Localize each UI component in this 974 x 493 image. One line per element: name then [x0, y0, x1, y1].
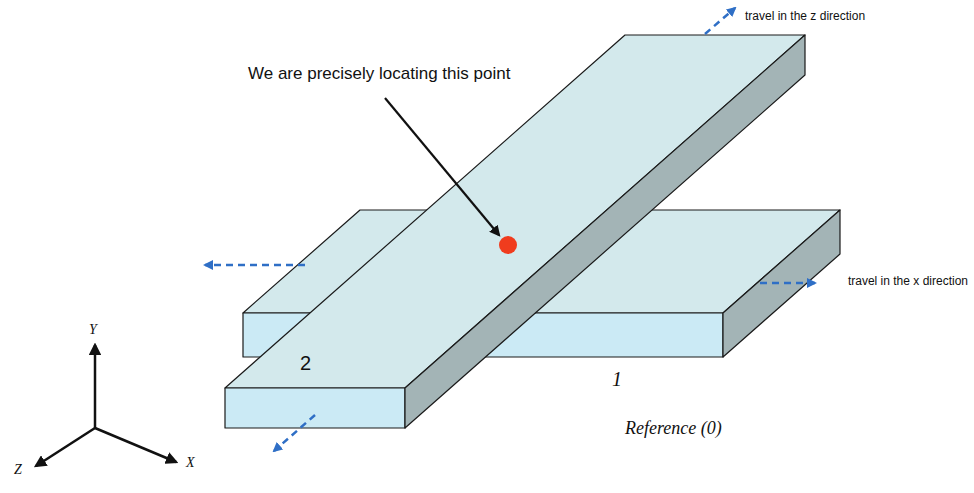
axis-line: [36, 428, 95, 466]
slab-front-face: [225, 388, 405, 428]
part-number: 2: [300, 352, 311, 375]
leader-line: [385, 98, 499, 235]
axis-label: X: [186, 455, 195, 471]
upper-slab: [225, 35, 805, 428]
direction-note: travel in the x direction: [848, 275, 968, 289]
axis-label: Y: [89, 322, 97, 338]
travel-arrow: [274, 415, 315, 451]
slab-top-face: [225, 35, 805, 388]
reference-label: Reference (0): [625, 418, 722, 439]
travel-arrow: [705, 8, 735, 34]
target-point: [499, 236, 517, 254]
travel-arrow: [760, 282, 815, 285]
part-number: 1: [612, 368, 622, 391]
axis-triad: [36, 345, 176, 466]
slab-side-face: [405, 35, 805, 428]
travel-arrows: [205, 8, 815, 451]
travel-arrow: [205, 264, 305, 267]
slab-side-face: [723, 210, 840, 357]
axis-line: [94, 345, 97, 428]
axis-label: Z: [14, 462, 22, 478]
callout-note: We are precisely locating this point: [248, 64, 510, 84]
direction-note: travel in the z direction: [745, 10, 865, 24]
axis-line: [95, 428, 176, 462]
